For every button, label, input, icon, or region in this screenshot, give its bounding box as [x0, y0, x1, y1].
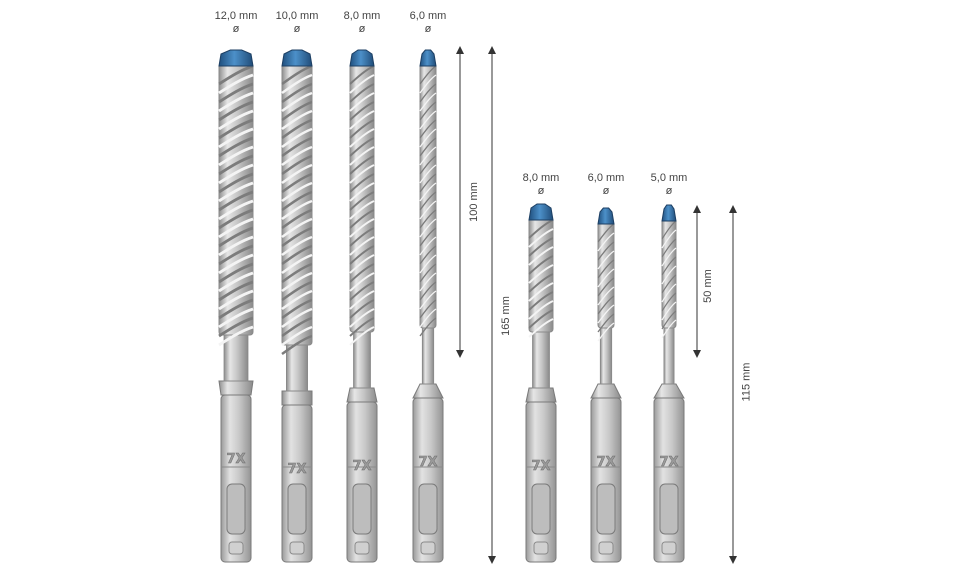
- bit-marking-2: 7X: [287, 462, 306, 477]
- bit-marking-1: 7X: [226, 452, 245, 467]
- dimension-line-long-working: [456, 46, 464, 358]
- dim-label-long-total: 165 mm: [499, 296, 512, 336]
- drill-bit-1: 7X: [218, 49, 254, 563]
- bit-marking-5: 7X: [531, 459, 550, 474]
- drill-bit-5: 7X: [525, 203, 557, 563]
- drill-bit-6: 7X: [590, 207, 622, 563]
- dimension-line-short-working: [693, 205, 701, 358]
- drill-bit-2: 7X: [281, 49, 313, 563]
- drill-bit-3: 7X: [346, 49, 378, 563]
- bit-marking-3: 7X: [352, 459, 371, 474]
- drill-bit-7: 7X: [653, 204, 685, 563]
- bit-marking-4: 7X: [418, 455, 437, 470]
- dimension-line-long-total: [488, 46, 496, 564]
- dimension-line-short-total: [729, 205, 737, 564]
- dim-label-short-working: 50 mm: [701, 269, 714, 303]
- bit-marking-6: 7X: [596, 455, 615, 470]
- drill-bit-4: 7X: [412, 49, 444, 563]
- dim-label-short-total: 115 mm: [740, 362, 753, 402]
- bit-marking-7: 7X: [659, 455, 678, 470]
- dim-label-long-working: 100 mm: [467, 182, 480, 222]
